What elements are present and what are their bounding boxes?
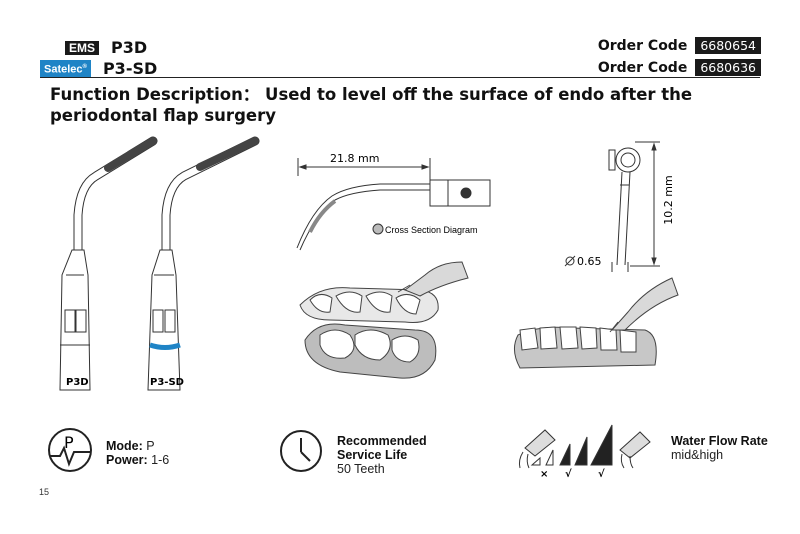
height-dimension: 10.2 mm [662,175,675,224]
ems-model-name: P3D [111,38,148,57]
teeth-illustration-upper [299,261,469,379]
order-code-value: 6680636 [695,59,761,76]
order-code-value: 6680654 [695,37,761,54]
power-mode-icon-letter: P [64,433,74,452]
ems-brand-row: EMS P3D [40,38,147,57]
water-mark-3: √ [598,468,605,480]
power-value: 1-6 [151,453,170,467]
service-life-title-2: Service Life [337,448,408,462]
order-code-label: Order Code [597,59,688,76]
page-number: 15 [39,487,50,497]
p3d-tip-drawing [59,136,158,391]
water-flow-icon [518,424,651,469]
mode-label: Mode: [106,439,143,453]
water-mark-1: × [540,469,548,480]
satelec-badge: Satelec® [40,60,91,77]
p3sd-tip-label: P3-SD [150,377,184,388]
p3d-tip-label: P3D [66,377,89,388]
water-flow-title: Water Flow Rate [671,434,768,448]
service-life-info: Recommended Service Life 50 Teeth [337,434,427,476]
clock-icon [280,430,322,472]
power-label: Power: [106,453,148,467]
power-mode-icon [48,428,92,472]
satelec-model-name: P3-SD [102,59,158,78]
water-flow-info: Water Flow Rate mid&high [671,434,768,462]
mode-value: P [146,439,155,453]
water-mark-2: √ [565,468,572,480]
service-life-value: 50 Teeth [337,462,385,476]
order-code-row-2: Order Code 6680636 [598,59,761,76]
header-divider [40,77,760,78]
mode-power-info: Mode: P Power: 1-6 [106,439,169,467]
service-life-title-1: Recommended [337,434,427,448]
p3sd-tip-drawing [147,136,260,391]
order-code-label: Order Code [597,37,688,54]
diameter-icon-slash [564,255,576,267]
length-dimension: 21.8 mm [330,152,379,165]
cross-section-label: Cross Section Diagram [385,225,478,235]
order-code-row-1: Order Code 6680654 [598,37,761,54]
function-description: Function Description： Used to level off … [50,85,693,125]
water-flow-value: mid&high [671,448,724,462]
teeth-illustration-lower [514,277,679,369]
diameter-icon [565,256,575,266]
satelec-brand-row: Satelec® P3-SD [40,59,157,78]
height-diagram [608,141,660,272]
length-diagram [296,158,491,251]
diameter-dimension: 0.65 [577,255,602,268]
cross-section-marker [372,223,384,235]
ems-badge: EMS [65,40,100,55]
